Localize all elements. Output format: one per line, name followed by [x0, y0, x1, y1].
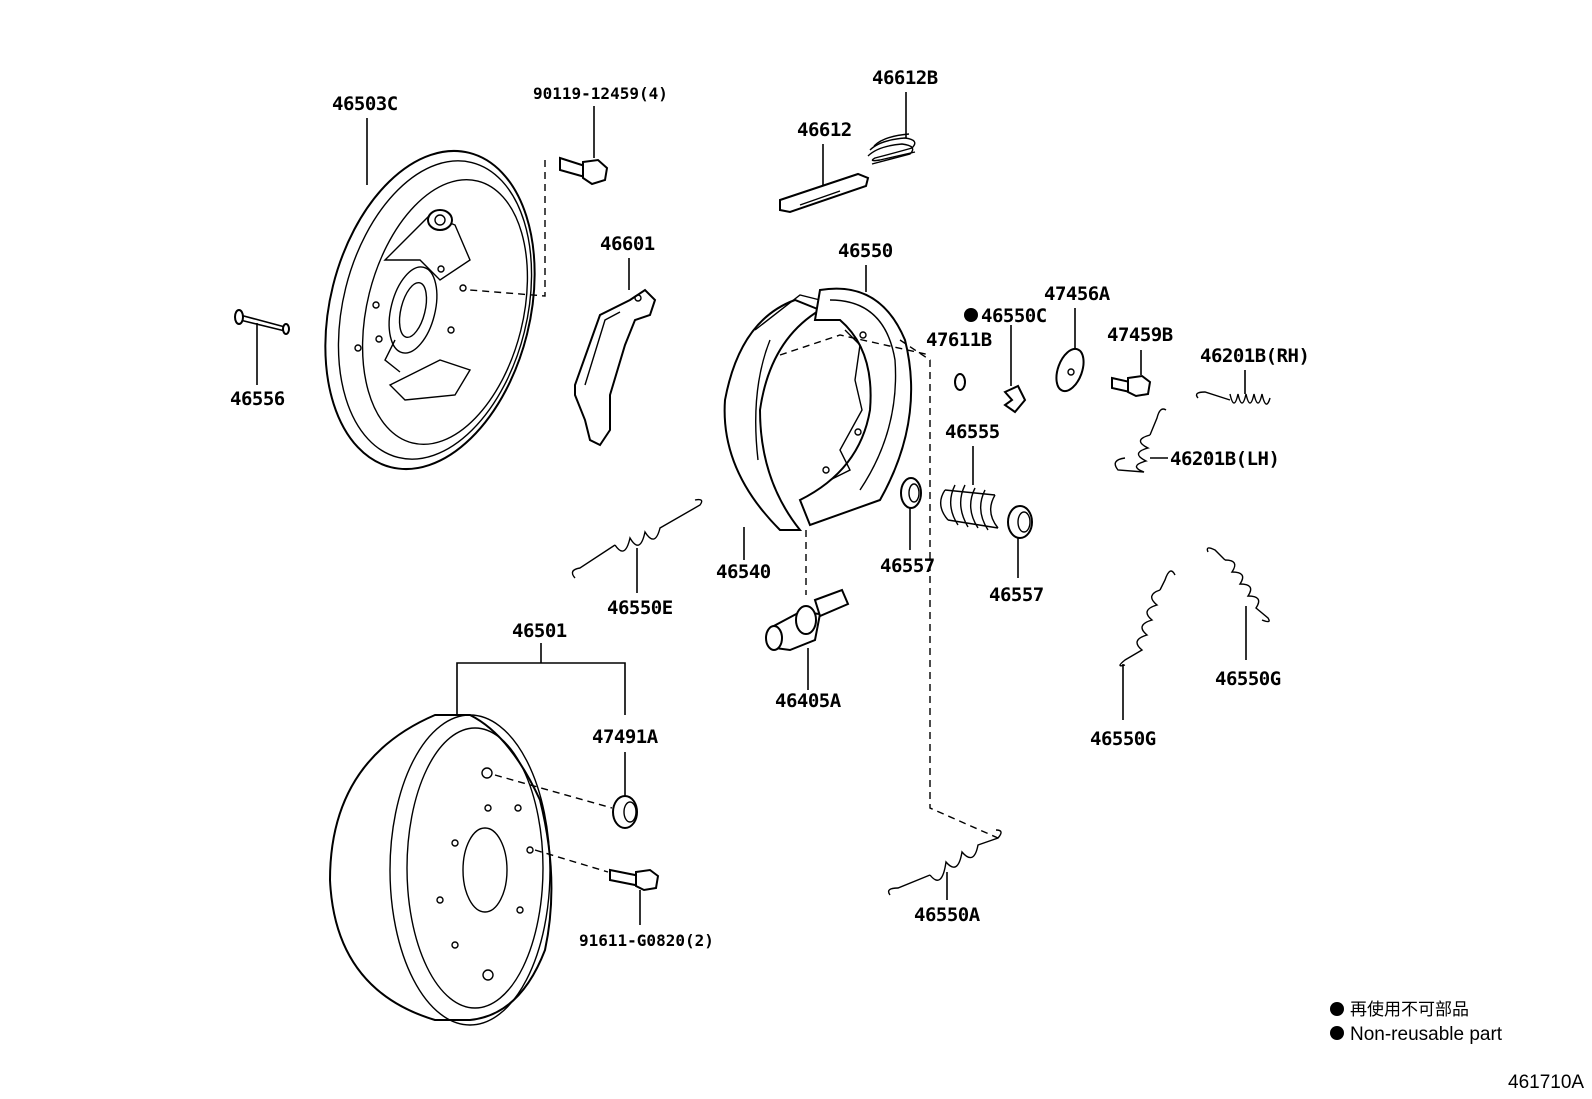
label-46557-a: 46557	[880, 555, 935, 577]
label-46557-b: 46557	[989, 584, 1044, 606]
clip-46550C[interactable]	[1003, 384, 1027, 414]
legend-dot-jp	[1330, 1002, 1344, 1016]
bolt-47459B[interactable]	[1111, 374, 1152, 398]
label-46201B-RH: 46201B(RH)	[1200, 345, 1309, 367]
strut-46612[interactable]	[779, 172, 870, 214]
label-47459B: 47459B	[1107, 324, 1173, 346]
spring-46201B-LH[interactable]	[1114, 408, 1167, 473]
label-46503C: 46503C	[332, 93, 398, 115]
label-46556: 46556	[230, 388, 285, 410]
drum-46501[interactable]	[328, 714, 553, 1026]
label-47611B: 47611B	[926, 329, 992, 351]
spring-46555[interactable]	[940, 484, 999, 531]
label-46550G-right: 46550G	[1215, 668, 1281, 690]
lever-46601[interactable]	[574, 288, 657, 447]
spring-46201B-RH[interactable]	[1195, 391, 1271, 405]
label-46540: 46540	[716, 561, 771, 583]
label-46501: 46501	[512, 620, 567, 642]
spring-46612B[interactable]	[867, 133, 916, 165]
adjuster-46405A[interactable]	[765, 588, 850, 652]
backing-plate-46503C[interactable]	[294, 129, 566, 492]
label-91611: 91611-G0820(2)	[579, 931, 714, 950]
label-46550: 46550	[838, 240, 893, 262]
washer-47611B[interactable]	[954, 373, 966, 391]
plug-47491A[interactable]	[612, 795, 638, 829]
label-47456A: 47456A	[1044, 283, 1111, 305]
label-46550G-left: 46550G	[1090, 728, 1156, 750]
label-46550A: 46550A	[914, 904, 981, 926]
cap-46557-a[interactable]	[900, 477, 922, 509]
legend-dot-en	[1330, 1026, 1344, 1040]
plate-47456A[interactable]	[1051, 345, 1089, 395]
legend-en-text: Non-reusable part	[1350, 1024, 1503, 1045]
label-46550C: 46550C	[981, 305, 1047, 327]
bolt-91611-G0820[interactable]	[609, 868, 660, 892]
spring-46550E[interactable]	[571, 498, 703, 579]
legend-jp-text: 再使用不可部品	[1350, 999, 1469, 1020]
spring-46550G-left[interactable]	[1119, 570, 1176, 667]
spring-46550G-right[interactable]	[1206, 547, 1270, 623]
cap-46557-b[interactable]	[1007, 505, 1033, 539]
label-46601: 46601	[600, 233, 655, 255]
label-47491A: 47491A	[592, 726, 659, 748]
shoe-46550[interactable]	[798, 287, 913, 527]
label-46555: 46555	[945, 421, 1000, 443]
label-46612: 46612	[797, 119, 852, 141]
bolt-90119-12459[interactable]	[559, 156, 609, 186]
label-46201B-LH: 46201B(LH)	[1170, 448, 1279, 470]
shoe-46540[interactable]	[723, 294, 823, 531]
label-46612B: 46612B	[872, 67, 938, 89]
pin-46556[interactable]	[234, 309, 290, 335]
legend: 再使用不可部品 Non-reusable part	[1330, 999, 1503, 1045]
spring-46550A[interactable]	[887, 829, 1002, 896]
label-46405A: 46405A	[775, 690, 842, 712]
label-90119: 90119-12459(4)	[533, 84, 668, 103]
label-46550E: 46550E	[607, 597, 673, 619]
figure-id: 461710A	[1508, 1072, 1584, 1093]
non-reusable-dot-46550C	[964, 308, 978, 322]
